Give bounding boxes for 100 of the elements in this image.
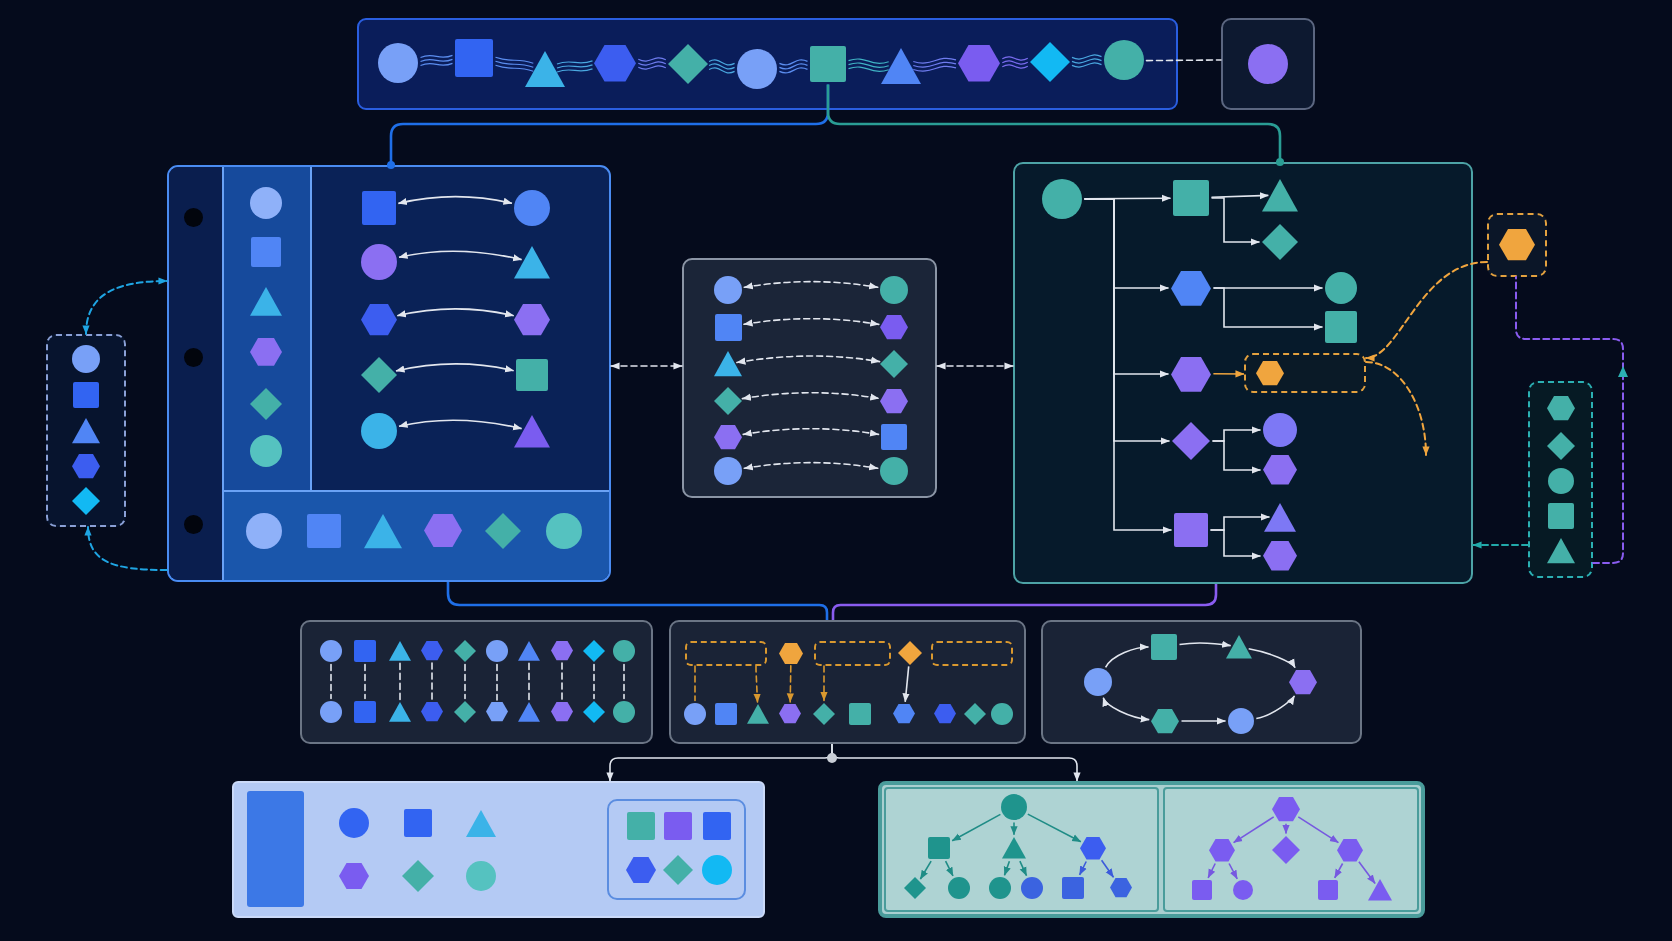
arrow (1358, 861, 1376, 885)
dashed-connector-line (561, 662, 563, 701)
arrow (1027, 813, 1082, 843)
dashed-double-headed-arrow (83, 277, 168, 335)
circle-node (737, 49, 777, 89)
circle-node (1233, 880, 1253, 900)
triangle-node (1264, 502, 1296, 532)
arrow (1100, 859, 1115, 879)
hexagon-node (361, 304, 397, 336)
circle-node (880, 457, 908, 485)
light-panel (232, 781, 765, 918)
diamond-node (898, 641, 922, 665)
double-headed-arrow (397, 195, 513, 206)
triangle-node (466, 809, 496, 837)
diamond-node (1172, 422, 1210, 460)
hexagon-node (958, 44, 1000, 82)
triangle-node (1368, 879, 1392, 901)
square-node (404, 809, 432, 837)
wavy-connector (1001, 56, 1029, 69)
circle-node (546, 513, 582, 549)
square-node (362, 191, 396, 225)
diamond-node (250, 388, 282, 420)
dashed-connector-line (1145, 59, 1222, 62)
arrow (1210, 192, 1270, 200)
layout-panel (167, 165, 611, 582)
square-node (627, 812, 655, 840)
diamond-node (1262, 224, 1298, 260)
arrow (1297, 816, 1340, 844)
dashed-connector-line (431, 662, 433, 701)
arrow (1104, 643, 1150, 669)
dashed-node-box (1487, 213, 1547, 277)
dashed-connector-line (593, 663, 595, 700)
dashed-arrow (753, 665, 761, 704)
hexagon-node (1289, 669, 1317, 695)
wavy-connector (419, 54, 454, 67)
dashed-double-headed-arrow (743, 280, 879, 290)
dashed-arrow (84, 526, 168, 571)
wavy-connector (912, 57, 957, 72)
hexagon-node (514, 304, 550, 336)
inner-group-box (607, 799, 746, 900)
triangle-node (518, 641, 540, 661)
square-node (928, 837, 950, 859)
circle-node (361, 244, 397, 280)
triangle-node (525, 51, 565, 87)
double-headed-arrow (1102, 696, 1150, 723)
circle-node (1001, 794, 1027, 820)
circle-node (880, 276, 908, 304)
dashed-double-headed-arrow (610, 362, 683, 370)
circle-node (991, 703, 1013, 725)
square-node (354, 640, 376, 662)
diamond-node (361, 357, 397, 393)
dashed-connector-line (399, 662, 401, 701)
circle-node (613, 640, 635, 662)
hexagon-node (1547, 395, 1575, 421)
square-node (849, 703, 871, 725)
dashed-highlight-box (1244, 353, 1366, 393)
diamond-node (904, 877, 926, 899)
square-node (307, 514, 341, 548)
diamond-node (964, 703, 986, 725)
diamond-node (1030, 42, 1070, 82)
card-panel (669, 620, 1026, 744)
square-node (703, 812, 731, 840)
dashed-double-headed-arrow (736, 355, 881, 365)
circle-node (714, 276, 742, 304)
square-node (810, 46, 846, 82)
circle-node (1021, 877, 1043, 899)
hexagon-node (1171, 356, 1211, 392)
dashed-arrow (786, 665, 794, 703)
triangle-node (747, 704, 769, 724)
square-node (1151, 634, 1177, 660)
wavy-connector (637, 57, 667, 70)
dashed-arrow (820, 665, 828, 702)
circle-node (378, 43, 418, 83)
arrow (1255, 695, 1296, 720)
dashed-connector-line (464, 663, 466, 700)
double-headed-arrow (398, 419, 523, 431)
wavy-connector (847, 58, 890, 72)
dashed-group-box (1528, 381, 1593, 578)
tree-panel (1013, 162, 1473, 584)
diamond-node (714, 387, 742, 415)
circle-node (1248, 44, 1288, 84)
hexagon-node (1151, 708, 1179, 734)
wavy-connector (1071, 54, 1103, 68)
node-card (1221, 18, 1315, 110)
dashed-connector-line (694, 665, 696, 702)
circle-node (250, 435, 282, 467)
card-panel (300, 620, 653, 744)
hexagon-node (250, 338, 282, 366)
circle-node (1084, 668, 1112, 696)
square-node (1062, 877, 1084, 899)
arrow (951, 813, 1002, 842)
hexagon-node (779, 642, 803, 664)
shape-sequence-panel (357, 18, 1178, 110)
arrow (1247, 647, 1296, 669)
circle-node (613, 701, 635, 723)
dashed-arrow (1365, 261, 1488, 360)
hexagon-node (1263, 455, 1297, 485)
diamond-node (1547, 432, 1575, 460)
diamond-node (402, 860, 434, 892)
hexagon-node (1499, 229, 1535, 261)
